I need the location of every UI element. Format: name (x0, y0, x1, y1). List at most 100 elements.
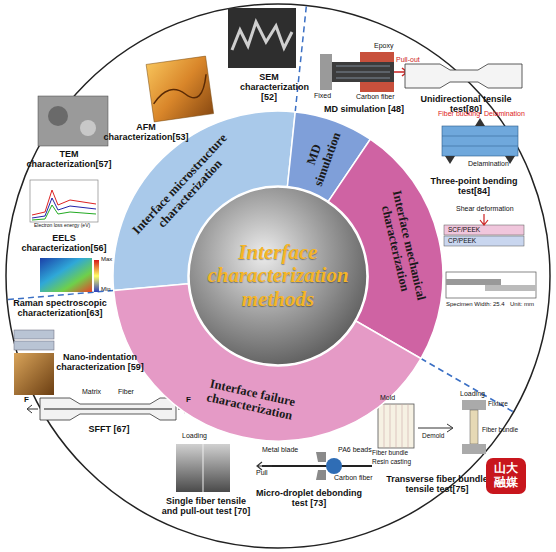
sector-shape (113, 111, 443, 441)
cp-layer (444, 236, 524, 246)
part-label: Fiber bundle (482, 426, 518, 433)
force-arrow (178, 405, 189, 413)
part-label: SCF/PEEK (448, 226, 480, 233)
sector-title: Interface failure characterization (178, 371, 323, 430)
sector-text-box: Interface mechanical characterization (372, 175, 432, 320)
support (445, 156, 455, 164)
ring-sector: MD simulation (113, 111, 443, 441)
center-disc (189, 187, 367, 365)
part-label: CP/PEEK (448, 237, 476, 244)
fiber-bundle-specimen (470, 410, 478, 444)
part-label: Shear deformation (456, 205, 514, 213)
md-lattice (336, 66, 390, 78)
sector-title: Interface microstructure characterizatio… (129, 131, 241, 249)
eels-curve (32, 190, 96, 215)
nano-image (14, 353, 54, 395)
metal-blade (316, 452, 326, 462)
sector-text-box: Interface failure characterization (178, 371, 323, 430)
part-label: Delamination (468, 160, 509, 168)
md-fixed-block (320, 54, 332, 90)
part-label: Fiber bucking (438, 110, 480, 118)
part-label: Max (101, 256, 112, 263)
center-title: Interface characterization methods (198, 241, 358, 310)
part-label: F (24, 396, 29, 405)
divider-line (421, 359, 514, 413)
loading-nose (475, 118, 485, 126)
sector-fill (328, 139, 443, 358)
sem-image (228, 8, 296, 68)
method-caption: SFFT [67] (82, 424, 136, 434)
scf-layer (444, 225, 524, 235)
fixture (462, 400, 486, 410)
part-label: Pull-out (396, 56, 420, 64)
part-label: Loading (460, 390, 485, 398)
method-caption: Micro-droplet debonding test [73] (256, 488, 362, 508)
part-label: Mold (380, 394, 395, 402)
center-text-box: Interface characterization methods (188, 186, 368, 366)
part-label: Loading (182, 432, 207, 440)
afm-image (146, 56, 213, 122)
part-label: Fiber (118, 388, 134, 396)
part-label: Fiber bundle (372, 449, 408, 456)
raman-colorbar (94, 260, 99, 292)
adherend (446, 279, 501, 285)
method-caption: TEM characterization[57] (26, 149, 112, 169)
sector-shape (113, 111, 443, 441)
tem-particle (48, 106, 68, 126)
part-label: Resin casting (372, 458, 411, 465)
part-label: Carbon fiber (334, 474, 373, 482)
ring-sector: Interface microstructure characterizatio… (113, 111, 443, 441)
divider-line (295, 6, 306, 112)
method-caption: SEM characterization [52] (240, 72, 298, 102)
part-label: Metal blade (262, 446, 298, 454)
carbon-fiber (262, 465, 372, 467)
part-label: Specimen Width: 25.4 (446, 301, 505, 308)
sfft-specimen (40, 398, 176, 420)
watermark: 山大融媒 (486, 458, 526, 494)
md-epoxy (360, 82, 394, 92)
part-label: F (186, 396, 191, 405)
bending-specimen (442, 126, 518, 156)
ring-sector: Interface failure characterization (113, 111, 443, 441)
part-label: Pull (256, 469, 268, 477)
method-caption: MD simulation [48] (318, 104, 410, 114)
md-epoxy (360, 52, 394, 62)
part-label: Delamination (484, 110, 525, 118)
method-caption: Single fiber tensile and pull-out test [… (158, 496, 254, 516)
nano-panel (14, 341, 54, 350)
method-caption: Transverse fiber bundle tensile test[75] (384, 474, 490, 494)
pa6-bead (326, 458, 342, 474)
lap-specimen (446, 272, 536, 298)
method-caption: EELS characterization[56] (14, 233, 114, 253)
part-label: Fixed (314, 92, 331, 100)
part-label: Unit: mm (510, 301, 534, 308)
center-circle: Interface characterization methods (188, 186, 368, 366)
part-label: Matrix (82, 388, 101, 396)
method-caption: Raman spectroscopic characterization[63] (10, 298, 110, 318)
method-caption: Nano-indentation characterization [59] (56, 352, 144, 372)
sector-shape (113, 111, 443, 441)
fiber-bundle (384, 404, 408, 448)
part-label: Demold (422, 432, 444, 439)
outer-circle (6, 4, 550, 548)
sector-text-box: MD simulation (295, 117, 347, 196)
part-label: Min (101, 286, 111, 293)
eels-curve (32, 198, 96, 218)
eels-curve (32, 205, 96, 220)
laminate-layers (442, 136, 518, 146)
sector-shape (113, 111, 443, 441)
pull-arrow (257, 462, 272, 470)
sector-title: MD simulation (295, 117, 347, 196)
metal-blade (316, 470, 326, 480)
afm-map (146, 56, 213, 122)
force-arrow (27, 405, 38, 413)
raman-map (40, 258, 92, 292)
md-carbon-fiber (332, 62, 394, 82)
fixture (462, 444, 486, 454)
adherend (485, 285, 536, 291)
load-arrow (480, 214, 488, 225)
part-label: Epoxy (374, 42, 393, 50)
sector-fill (114, 284, 421, 441)
eels-plot (30, 180, 98, 222)
